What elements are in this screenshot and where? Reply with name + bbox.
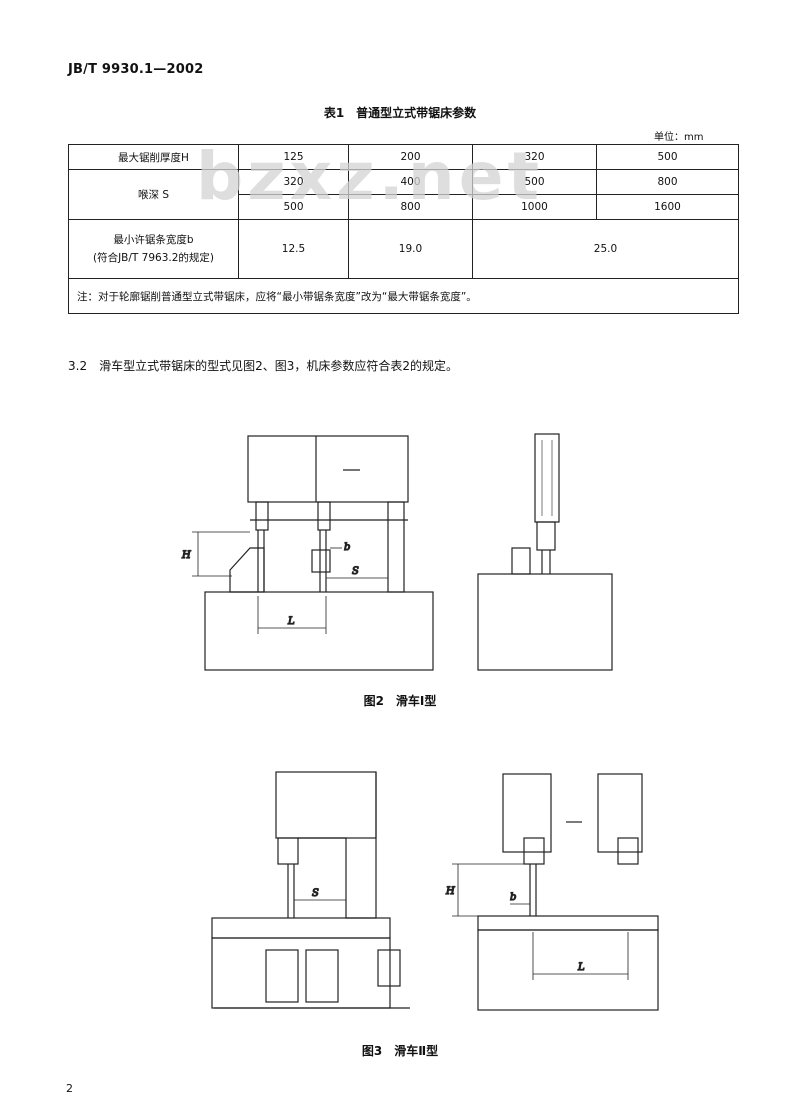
table-cell: 125 — [238, 144, 349, 170]
standard-code: JB/T 9930.1—2002 — [68, 62, 204, 77]
side-column — [534, 433, 560, 523]
table-cell: 12.5 — [238, 219, 349, 279]
figure-2-caption: 图2 滑车Ⅰ型 — [363, 694, 437, 708]
side-base — [477, 573, 613, 671]
table-cell: 1000 — [472, 194, 597, 220]
figure-3-drawing: S H b L — [211, 771, 659, 1011]
upper-arm — [275, 771, 377, 839]
table-title: 表1 普通型立式带锯床参数 — [323, 106, 477, 120]
machine-base — [204, 591, 434, 671]
label-line: (符合JB/T 7963.2的规定) — [92, 252, 215, 264]
table-cell: 25.0 — [472, 219, 739, 279]
dim-label-b: b — [510, 892, 516, 903]
row-label-max-thickness: 最大锯削厚度H — [68, 144, 239, 170]
table-cell: 1600 — [596, 194, 739, 220]
table-cell: 320 — [238, 169, 349, 195]
table-row: 500 800 1000 1600 — [69, 194, 739, 220]
side-base — [477, 929, 659, 1011]
table-cell: 400 — [348, 169, 473, 195]
left-column — [502, 773, 552, 853]
table-cell: 200 — [348, 144, 473, 170]
work-table — [211, 917, 391, 939]
table-cell: 500 — [238, 194, 349, 220]
figure-2-drawing: H b S L — [180, 433, 613, 671]
right-column — [597, 773, 643, 853]
table-cell: 800 — [596, 169, 739, 195]
dim-label-H: H — [445, 886, 455, 897]
dim-label-S: S — [312, 888, 319, 899]
upper-housing — [247, 435, 409, 503]
table-cell: 500 — [596, 144, 739, 170]
dim-label-L: L — [577, 962, 585, 973]
dim-label-H: H — [181, 550, 191, 561]
table-note: 注：对于轮廓锯削普通型立式带锯床，应将“最小带锯条宽度”改为“最大带锯条宽度”。 — [68, 278, 739, 314]
clause-3-2: 3.2 滑车型立式带锯床的型式见图2、图3，机床参数应符合表2的规定。 — [68, 359, 458, 373]
table-cell: 500 — [472, 169, 597, 195]
row-label-throat-depth: 喉深 S — [68, 169, 239, 220]
table-row: 最小许锯条宽度b (符合JB/T 7963.2的规定) 12.5 19.0 25… — [68, 219, 739, 279]
dim-label-S: S — [352, 566, 359, 577]
table-cell: 800 — [348, 194, 473, 220]
label-line: 最小许锯条宽度b — [113, 234, 194, 246]
table-row: 注：对于轮廓锯削普通型立式带锯床，应将“最小带锯条宽度”改为“最大带锯条宽度”。 — [68, 278, 739, 314]
dim-label-b: b — [344, 542, 350, 553]
row-label-min-blade-width: 最小许锯条宽度b (符合JB/T 7963.2的规定) — [68, 219, 239, 279]
table-cell: 320 — [472, 144, 597, 170]
table-cell: 19.0 — [348, 219, 473, 279]
page-number: 2 — [66, 1082, 73, 1095]
table-unit: 单位：mm — [654, 132, 704, 143]
parameter-table: 最大锯削厚度H 125 200 320 500 喉深 S 320 400 500… — [68, 144, 739, 314]
table-row: 最大锯削厚度H 125 200 320 500 — [68, 144, 739, 170]
figure-3-caption: 图3 滑车Ⅱ型 — [361, 1044, 439, 1058]
table-row: 喉深 S 320 400 500 800 — [68, 169, 739, 220]
dim-label-L: L — [287, 616, 295, 627]
